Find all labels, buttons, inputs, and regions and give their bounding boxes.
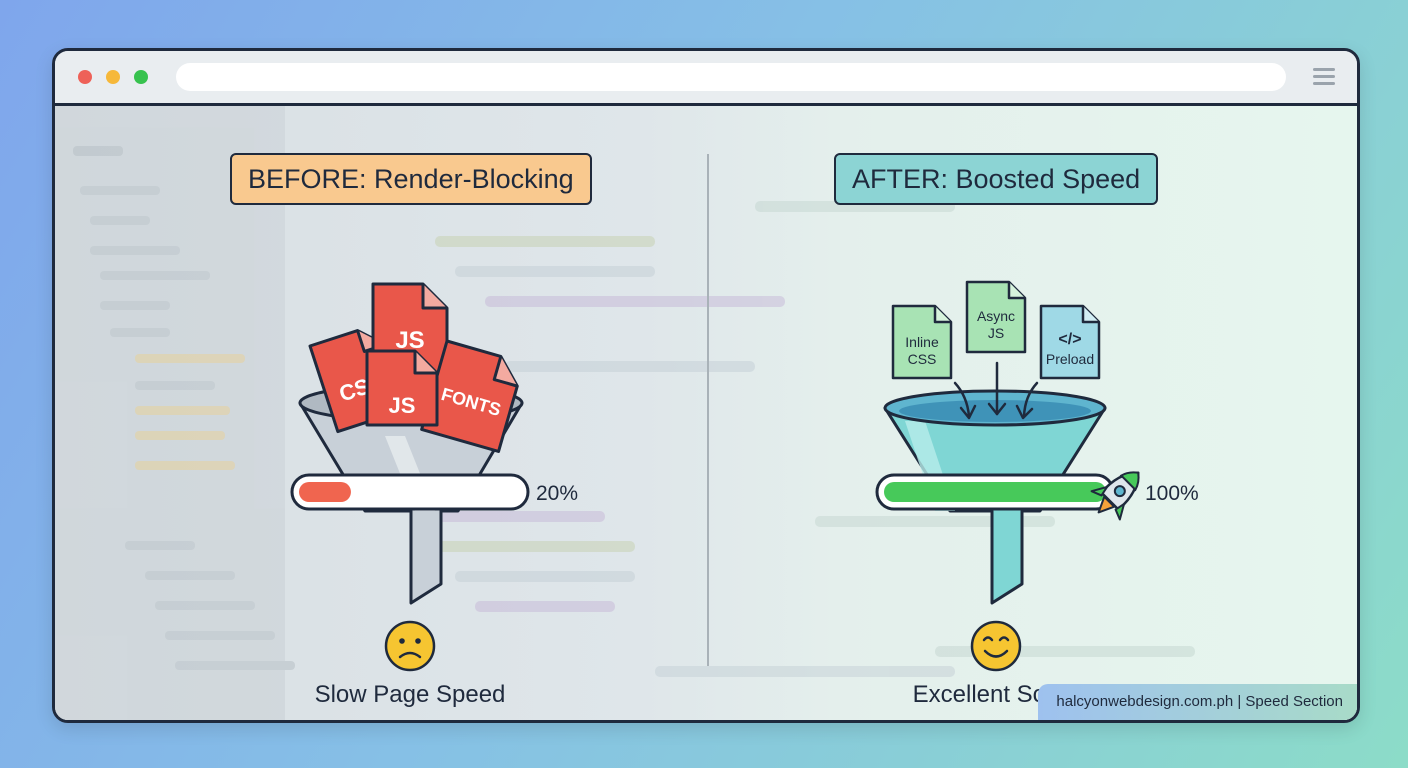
file-label: CSS [908, 351, 937, 367]
fast-progress-bar [875, 473, 1115, 511]
before-caption: Slow Page Speed [314, 681, 506, 708]
panel-divider [707, 154, 709, 666]
minimize-window-button[interactable] [106, 70, 120, 84]
js-file-icon: JS [365, 349, 439, 427]
footer-attribution: halcyonwebdesign.com.ph | Speed Section [1038, 684, 1357, 720]
close-window-button[interactable] [78, 70, 92, 84]
frown-face-icon [384, 620, 436, 672]
arrow-down-icon [953, 381, 977, 420]
menu-icon[interactable] [1313, 68, 1335, 86]
funnel-illustrations: CSS JS FONTS [290, 280, 1140, 672]
fast-funnel-icon: Inline CSS Async JS [875, 280, 1140, 672]
code-background [55, 106, 1195, 720]
file-label: JS [988, 325, 1004, 341]
file-label: Async [977, 308, 1015, 324]
slow-progress-bar [290, 473, 530, 511]
before-progress-label: 20% [536, 482, 579, 505]
main-content: BEFORE: Render-Blocking CSS [55, 106, 1357, 720]
address-bar[interactable] [176, 63, 1286, 91]
inline-css-file-icon: Inline CSS [891, 304, 953, 380]
fast-progress-fill [884, 482, 1106, 502]
after-progress-label: 100% [1145, 482, 1199, 505]
arrow-down-icon [987, 361, 1007, 416]
preload-file-icon: </> Preload [1039, 304, 1101, 380]
async-js-file-icon: Async JS [965, 280, 1027, 354]
browser-titlebar [55, 51, 1357, 106]
rocket-icon [1090, 471, 1140, 521]
after-title-badge: AFTER: Boosted Speed [834, 153, 1159, 205]
maximize-window-button[interactable] [134, 70, 148, 84]
arrow-down-icon [1015, 381, 1039, 420]
file-label: JS [389, 393, 416, 418]
before-title-badge: BEFORE: Render-Blocking [230, 153, 592, 205]
file-label: Preload [1046, 351, 1094, 367]
code-glyph: </> [1058, 331, 1081, 348]
fonts-file-icon: FONTS [420, 339, 519, 453]
slow-progress-fill [299, 482, 351, 502]
browser-window: BEFORE: Render-Blocking CSS [52, 48, 1360, 723]
slow-funnel-icon: CSS JS FONTS [290, 282, 530, 672]
smile-face-icon [970, 620, 1022, 672]
file-label: Inline [905, 334, 939, 350]
